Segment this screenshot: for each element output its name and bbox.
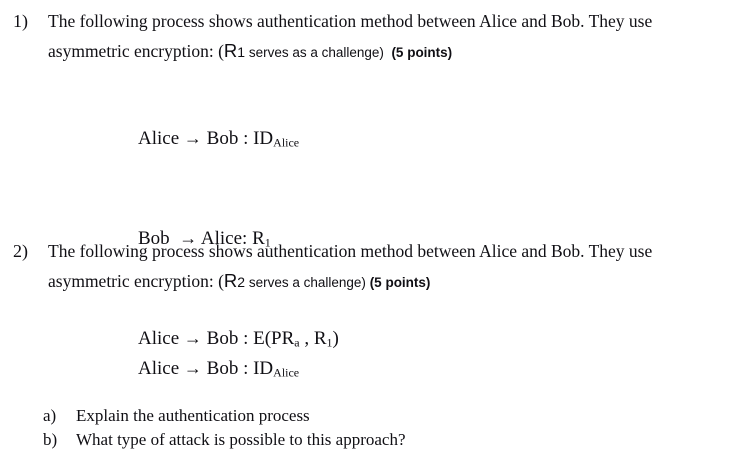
arrow-icon: → — [183, 358, 202, 378]
question-2-number: 2) — [13, 241, 28, 261]
question-1-challenge-subscript: 1 — [237, 44, 246, 60]
subitem-label: a) — [43, 406, 57, 425]
question-1-subitems: a) Explain the authentication process b)… — [0, 404, 738, 452]
question-1-statement-line-1: The following process shows authenticati… — [48, 11, 653, 31]
protocol-receiver: Alice: — [197, 228, 253, 249]
protocol-sender: Alice — [138, 358, 184, 379]
protocol-line: Alice → Bob : IDAlice — [138, 126, 738, 151]
question-block-1: 1) The following process shows authentic… — [0, 6, 738, 452]
question-1-encryption-prefix: asymmetric encryption: ( — [48, 41, 224, 61]
protocol-payload-subscript: 1 — [264, 235, 271, 250]
question-2-statement-line-2: asymmetric encryption: (R2 serves a chal… — [48, 266, 738, 298]
question-1-statement-line-2: asymmetric encryption: (R1 serves as a c… — [48, 36, 738, 68]
subitem-label: b) — [43, 430, 58, 449]
protocol-payload: ID — [253, 358, 274, 379]
question-block-2: 2) The following process shows authentic… — [0, 236, 738, 452]
question-2-challenge-subscript: 2 — [237, 274, 246, 290]
question-2-challenge-symbol: R — [223, 270, 238, 291]
protocol-line: Bob → Alice: R1 — [138, 226, 738, 251]
question-1-challenge-note: serves as a challenge) — [245, 45, 384, 60]
protocol-payload-subscript: a — [294, 335, 300, 350]
protocol-receiver: Bob : — [201, 128, 254, 149]
question-1-points: (5 points) — [391, 45, 453, 60]
protocol-line: Alice → Bob : IDAlice — [138, 356, 738, 381]
question-2-protocol: Alice → Bob : IDAlice Bob → Alice : E(PU… — [0, 306, 738, 452]
protocol-receiver: Bob : — [201, 358, 254, 379]
protocol-payload-subscript: Alice — [273, 365, 300, 380]
arrow-icon: → — [179, 228, 198, 248]
question-2-heading: 2) The following process shows authentic… — [0, 236, 738, 298]
question-1-challenge-symbol: R — [223, 40, 238, 61]
question-1-number: 1) — [13, 11, 28, 31]
protocol-payload: E(PR — [253, 328, 295, 349]
question-1-subitem-a: a) Explain the authentication process — [0, 404, 738, 428]
protocol-sender: Alice — [138, 128, 184, 149]
question-1-heading: 1) The following process shows authentic… — [0, 6, 738, 68]
protocol-sender: Alice — [138, 328, 184, 349]
protocol-payload-tail-subscript: 1 — [326, 335, 333, 350]
protocol-line: Alice → Bob : E(PRa , R1) — [138, 326, 738, 351]
protocol-payload-close: ) — [332, 328, 339, 349]
question-1-protocol: Alice → Bob : IDAlice Bob → Alice: R1 Al… — [0, 76, 738, 401]
question-2-statement-line-1: The following process shows authenticati… — [48, 241, 653, 261]
question-1-subitem-b: b) What type of attack is possible to th… — [0, 428, 738, 452]
question-2-points: (5 points) — [369, 275, 431, 290]
protocol-payload: R — [252, 228, 265, 249]
subitem-text: Explain the authentication process — [76, 406, 310, 425]
arrow-icon: → — [183, 328, 202, 348]
protocol-sender: Bob — [138, 228, 180, 249]
protocol-payload-subscript: Alice — [273, 135, 300, 150]
arrow-icon: → — [183, 128, 202, 148]
question-2-challenge-note: serves a challenge) — [245, 275, 366, 290]
protocol-receiver: Bob : — [201, 328, 254, 349]
question-2-encryption-prefix: asymmetric encryption: ( — [48, 271, 224, 291]
subitem-text: What type of attack is possible to this … — [76, 430, 406, 449]
protocol-payload: ID — [253, 128, 274, 149]
protocol-payload-tail: , R — [299, 328, 327, 349]
